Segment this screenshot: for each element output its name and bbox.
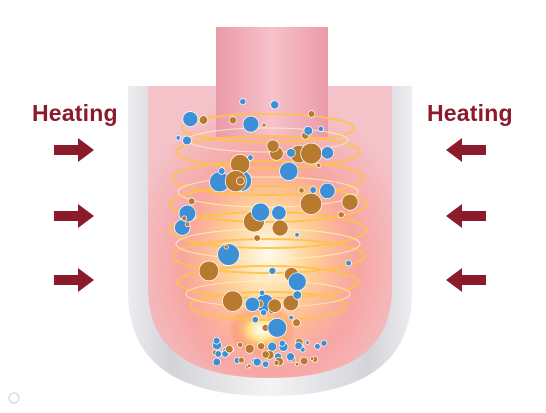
brown-particle xyxy=(292,318,301,327)
blue-particle xyxy=(271,205,287,221)
brown-particle xyxy=(282,294,299,312)
arrow-right-icon xyxy=(54,138,94,162)
blue-particle xyxy=(214,350,222,358)
blue-particle xyxy=(182,111,199,127)
blue-particle xyxy=(320,339,328,347)
blue-particle xyxy=(314,343,321,350)
brown-particle xyxy=(224,170,247,193)
powder-particles xyxy=(174,98,359,370)
brown-particle xyxy=(184,221,191,228)
arrow-right-icon xyxy=(54,268,94,292)
brown-particle xyxy=(341,193,359,211)
arrow-left-icon xyxy=(446,204,486,228)
blue-particle xyxy=(251,316,259,324)
blue-particle xyxy=(292,290,302,300)
blue-particle xyxy=(252,357,262,367)
blue-particle xyxy=(267,318,287,338)
blue-particle xyxy=(260,309,268,317)
blue-particle xyxy=(267,341,278,352)
brown-particle xyxy=(237,341,244,348)
blue-particle xyxy=(217,167,226,175)
blue-particle xyxy=(262,360,270,368)
blue-particle xyxy=(212,336,221,345)
blue-particle xyxy=(317,125,324,132)
blue-particle xyxy=(258,289,266,296)
brown-particle xyxy=(238,356,245,364)
blue-particle xyxy=(212,357,221,367)
brown-particle xyxy=(337,211,345,219)
brown-particle xyxy=(309,356,315,361)
brown-particle xyxy=(181,215,188,222)
arrow-right-icon xyxy=(54,204,94,228)
brown-particle xyxy=(247,363,252,368)
blue-particle xyxy=(303,126,314,136)
blue-particle xyxy=(288,315,294,321)
brown-particle xyxy=(223,244,229,250)
arrow-left-icon xyxy=(446,138,486,162)
brown-particle xyxy=(257,342,266,351)
brown-particle xyxy=(261,122,267,128)
brown-particle xyxy=(267,298,282,313)
blue-particle xyxy=(251,202,270,222)
brown-particle xyxy=(253,234,261,242)
blue-particle xyxy=(319,182,336,199)
brown-particle xyxy=(236,176,245,186)
blue-particle xyxy=(178,204,197,223)
brown-particle xyxy=(316,162,322,168)
blue-particle xyxy=(286,352,295,362)
brown-particle xyxy=(273,359,280,366)
brown-particle xyxy=(198,115,209,125)
blue-particle xyxy=(244,296,260,312)
brown-particle xyxy=(271,219,289,237)
arrow-left-icon xyxy=(446,268,486,292)
heating-label-left: Heating xyxy=(32,100,118,126)
blue-particle xyxy=(320,146,335,160)
blue-particle xyxy=(217,243,240,266)
blue-particle xyxy=(288,272,307,291)
brown-particle xyxy=(300,142,323,165)
blue-particle xyxy=(239,98,247,106)
brown-particle xyxy=(299,192,323,215)
blue-particle xyxy=(278,339,286,347)
blue-particle xyxy=(294,341,303,350)
blue-particle xyxy=(345,259,352,267)
brown-particle xyxy=(307,110,316,118)
blue-particle xyxy=(242,115,260,133)
blue-particle xyxy=(294,232,300,238)
brown-particle xyxy=(244,343,255,354)
brown-particle xyxy=(222,290,244,312)
blue-particle xyxy=(305,340,310,345)
brown-particle xyxy=(299,356,309,366)
blue-particle xyxy=(309,186,317,194)
brown-particle xyxy=(266,139,280,153)
brown-particle xyxy=(225,344,234,354)
blue-particle xyxy=(279,161,299,181)
brown-particle xyxy=(198,260,220,282)
blue-particle xyxy=(175,135,181,141)
watermark-logo xyxy=(8,392,20,404)
blue-particle xyxy=(182,135,192,146)
brown-particle xyxy=(228,116,237,125)
blue-particle xyxy=(268,267,277,275)
brown-particle xyxy=(294,362,300,367)
brown-particle xyxy=(261,350,270,359)
blue-particle xyxy=(270,100,280,110)
heating-label-right: Heating xyxy=(427,100,513,126)
brown-particle xyxy=(187,197,196,206)
brown-particle xyxy=(298,187,305,194)
blue-particle xyxy=(286,148,296,158)
